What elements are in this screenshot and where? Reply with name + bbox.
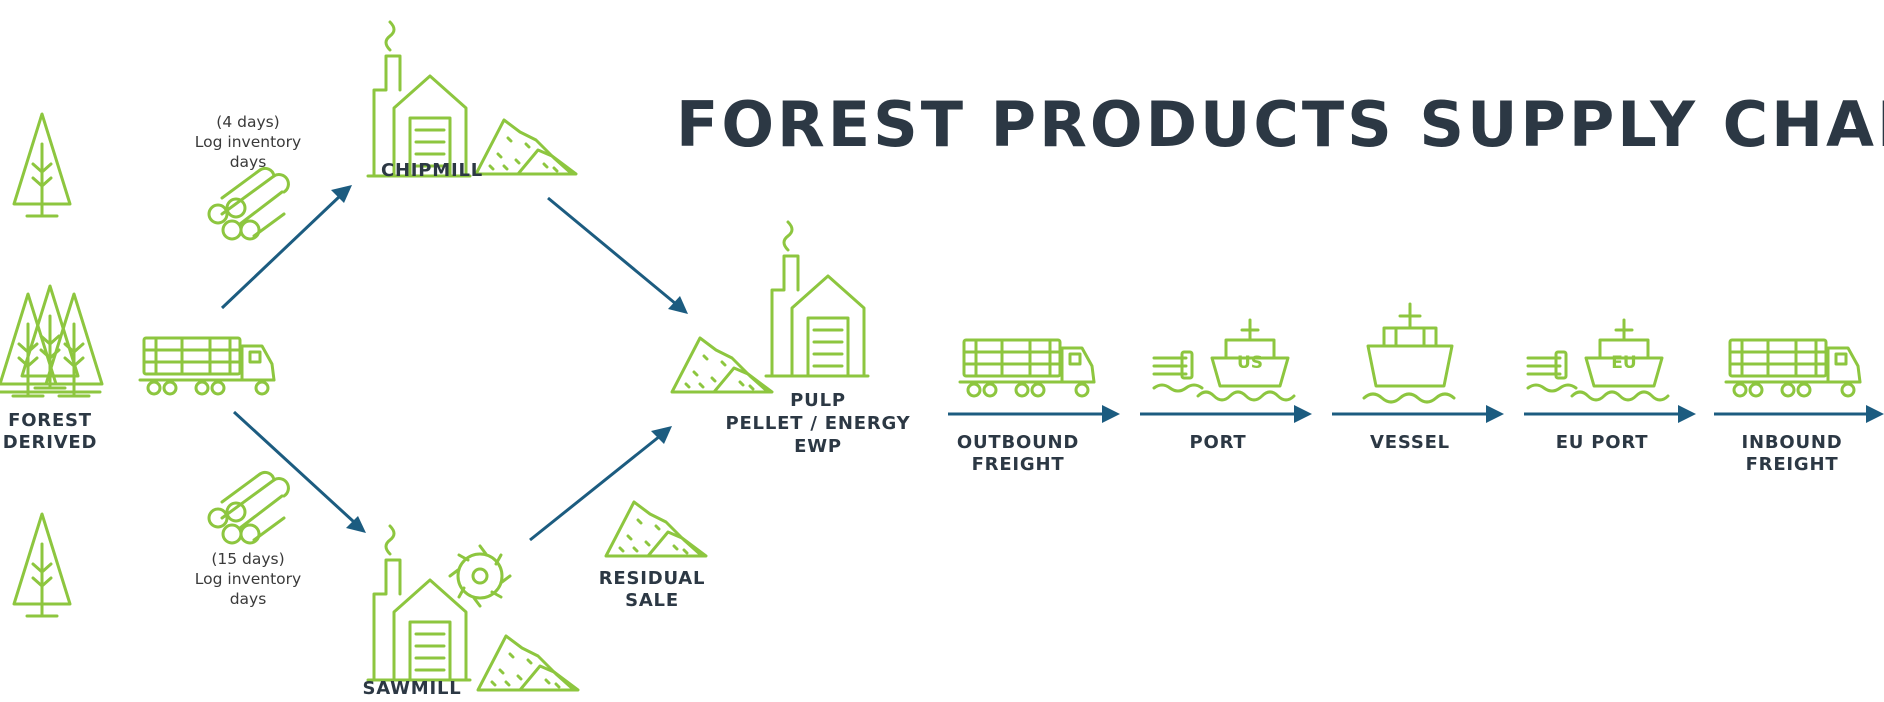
outbound-freight-label: FREIGHT [972,454,1065,475]
pulp-mill-icon [764,220,870,378]
arrow-chipmill-to-pulp [547,196,688,314]
sawmill-factory-icon [366,524,472,682]
inbound-freight-label: INBOUND [1741,432,1842,453]
pulp-label: EWP [794,436,842,457]
sawmill-inventory-note: days [230,590,267,608]
stage-arrow [1140,405,1312,423]
wood-chips-icon [474,118,578,176]
log-truck-icon [138,336,276,396]
vessel-icon [1362,302,1456,404]
outbound-freight-label: OUTBOUND [957,432,1079,453]
us-badge: US [1237,353,1263,373]
saw-blade-icon [448,544,512,608]
arrow-sawmill-to-pulp [529,426,672,542]
chipmill-factory-icon [366,20,472,178]
residual-sale-label: RESIDUAL [599,568,706,589]
eu-port-label: EU PORT [1556,432,1649,453]
stage-arrow [1332,405,1504,423]
pulp-label: PELLET / ENERGY [725,413,910,434]
outbound-truck-icon [958,338,1096,398]
logs-icon [207,470,290,545]
port-label: PORT [1189,432,1246,453]
residual-pile-icon [604,500,708,558]
stage-arrow [1714,405,1884,423]
pulp-label: PULP [790,390,846,411]
residual-sale-label: SALE [625,590,679,611]
page-title: FOREST PRODUCTS SUPPLY CHAIN [676,88,1884,161]
stage-arrow [948,405,1120,423]
chipmill-inventory-note: (4 days) [216,113,279,131]
chipmill-label: CHIPMILL [381,160,483,181]
eu-port-ship-icon: EU [1526,318,1670,402]
eu-badge: EU [1611,353,1636,373]
stage-arrow [1524,405,1696,423]
wood-chips-icon [670,336,774,394]
sawmill-inventory-note: Log inventory [195,570,301,588]
us-port-ship-icon: US [1152,318,1296,402]
inbound-truck-icon [1724,338,1862,398]
vessel-label: VESSEL [1370,432,1450,453]
arrow-to-chipmill [220,185,352,310]
chipmill-inventory-note: days [230,153,267,171]
chipmill-inventory-note: Log inventory [195,133,301,151]
sawmill-inventory-note: (15 days) [211,550,284,568]
forest-icon [0,284,104,398]
tree-icon [12,112,72,218]
sawmill-label: SAWMILL [362,678,461,699]
forest-derived-label: DERIVED [3,432,98,453]
wood-chips-icon [476,634,580,692]
inbound-freight-label: FREIGHT [1746,454,1839,475]
logs-icon [207,166,290,241]
tree-icon [12,512,72,618]
arrow-to-sawmill [232,410,366,533]
forest-derived-label: FOREST [8,410,92,431]
